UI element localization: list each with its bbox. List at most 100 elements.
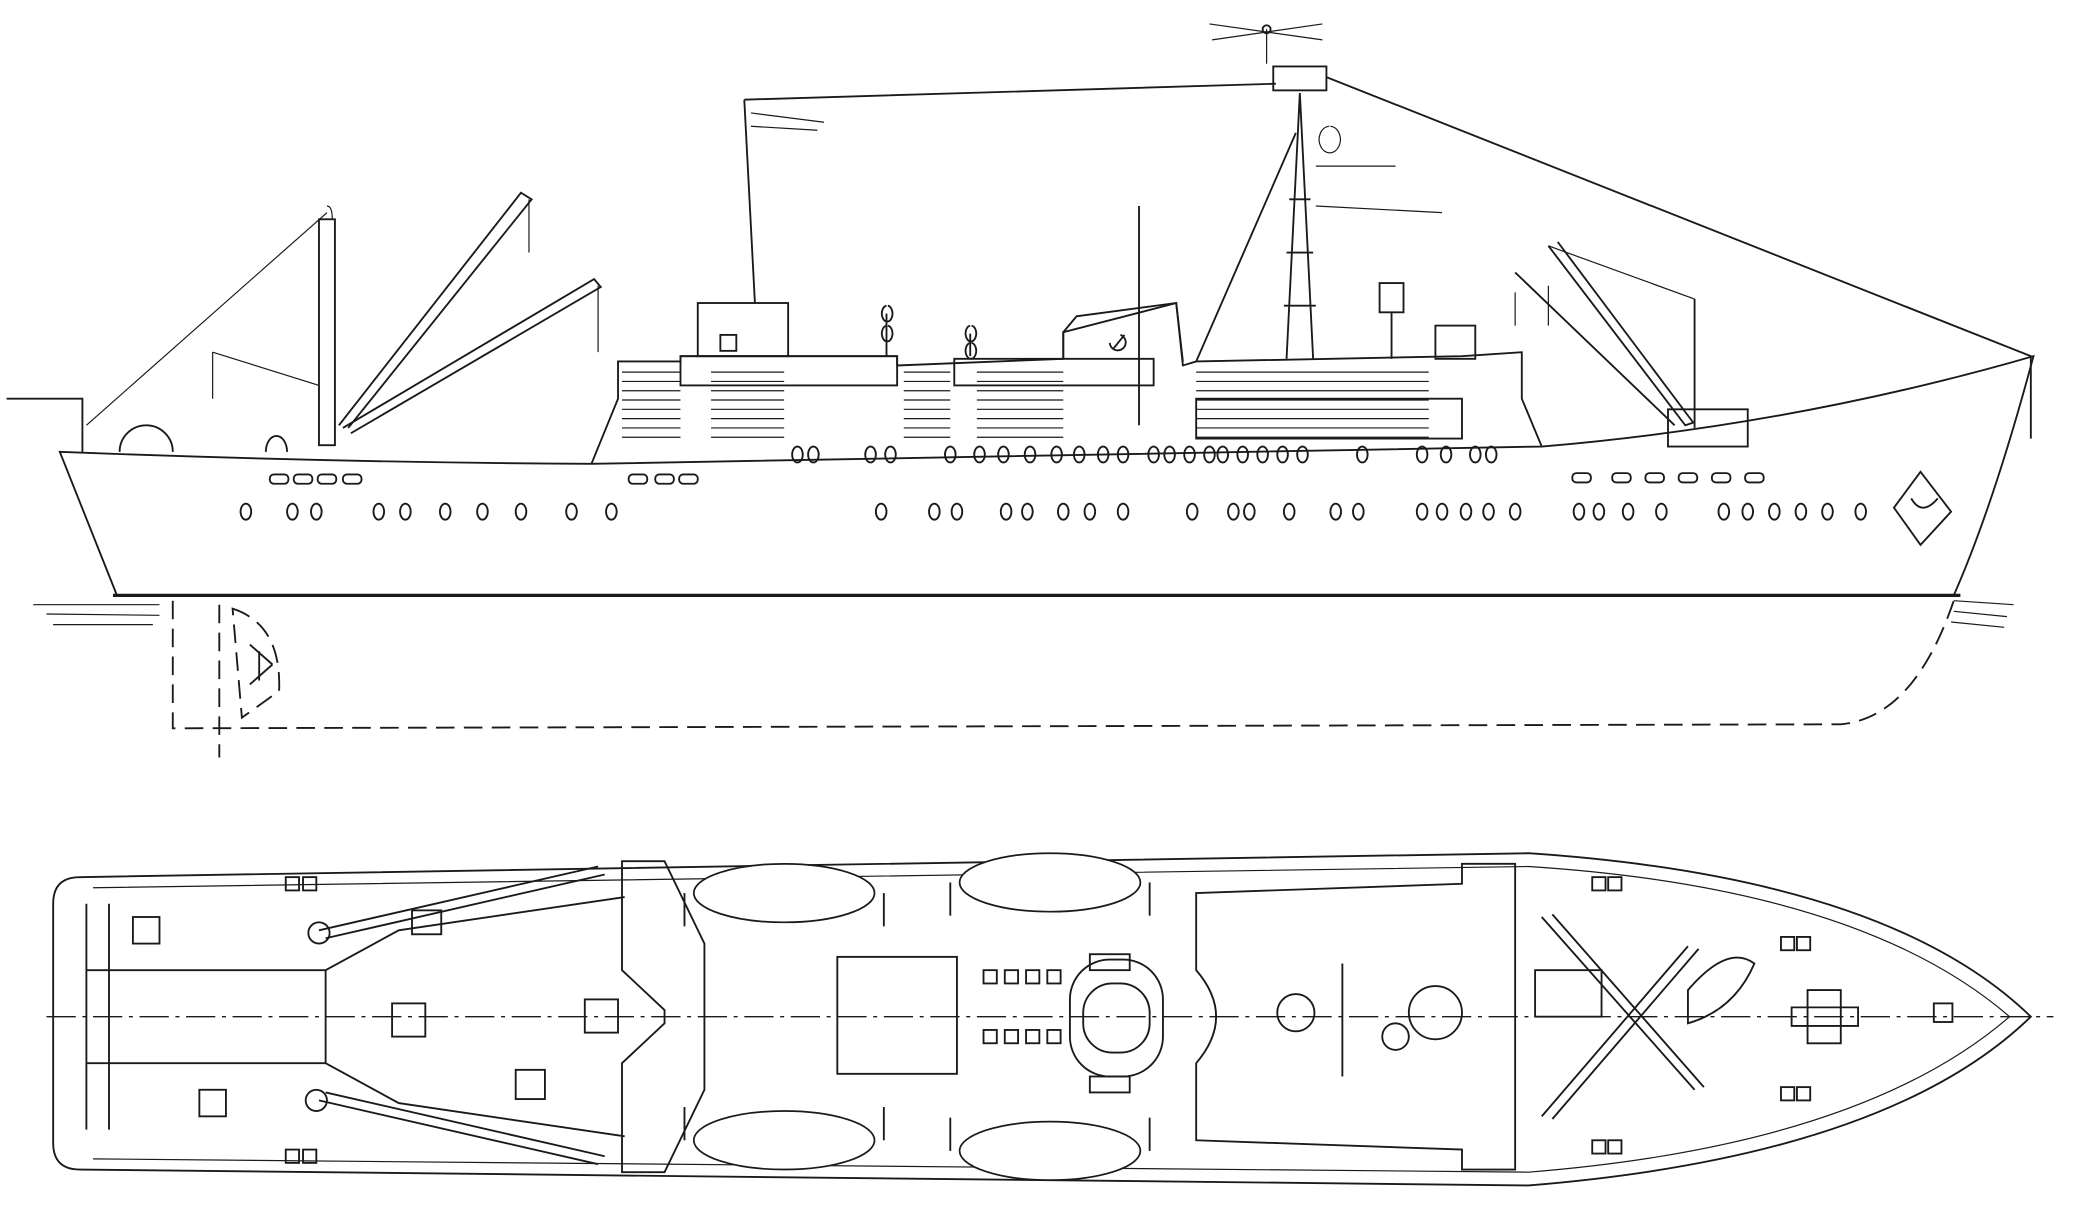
- bollard: [1780, 936, 1796, 952]
- bridge-deck-mid: [953, 357, 1155, 387]
- main-mast: [743, 99, 756, 304]
- propeller-icon: [249, 643, 274, 686]
- porthole: [1854, 502, 1867, 521]
- windlass-plan: [1790, 989, 1859, 1045]
- porthole: [605, 502, 618, 521]
- radio-wires: [744, 76, 2032, 439]
- bollard: [1591, 876, 1607, 892]
- window: [1677, 472, 1699, 484]
- window: [1571, 472, 1592, 484]
- aft-deckhouse: [1195, 397, 1463, 440]
- porthole: [1021, 502, 1034, 521]
- bollard: [302, 876, 318, 892]
- bollard: [1003, 969, 1020, 985]
- bollard: [1046, 1029, 1062, 1045]
- porthole: [1592, 502, 1606, 521]
- wheelhouse-window: [719, 333, 738, 352]
- bollard: [1607, 876, 1623, 892]
- funnel: [1062, 301, 1184, 362]
- deck-outline: [52, 852, 2033, 1187]
- bollard: [982, 969, 998, 985]
- porthole: [372, 502, 386, 521]
- aft-rigging: [85, 199, 599, 426]
- deck-fittings: [131, 876, 1954, 1164]
- bollard: [1795, 936, 1812, 952]
- lifeboat: [692, 862, 876, 924]
- porthole: [1572, 502, 1586, 521]
- porthole: [1508, 502, 1522, 521]
- bridge-plan: [1195, 862, 1517, 1171]
- porthole: [997, 445, 1010, 464]
- bollard: [302, 1148, 318, 1164]
- deck-box: [1088, 953, 1131, 972]
- porthole: [1435, 502, 1449, 521]
- funnel-inner: [1082, 982, 1151, 1054]
- fore-mast-yards: [1315, 125, 1443, 214]
- forward-bridge: [1434, 324, 1477, 360]
- crows-nest: [1272, 65, 1328, 92]
- radar-antenna-icon: [1209, 23, 1323, 64]
- porthole: [1768, 502, 1781, 521]
- porthole: [950, 502, 964, 521]
- porthole: [791, 445, 804, 464]
- aft-hatch: [86, 896, 625, 1138]
- porthole: [1203, 445, 1216, 464]
- mast-lights: [880, 304, 978, 360]
- porthole: [928, 502, 941, 521]
- porthole: [1356, 445, 1369, 464]
- fore-boat-plan: [1687, 956, 1756, 1025]
- porthole: [1296, 445, 1309, 464]
- porthole: [864, 445, 877, 464]
- superstructure-plan: [621, 860, 706, 1174]
- window: [627, 473, 649, 485]
- aft-samson-post: [318, 218, 336, 447]
- compass-plan: [1407, 985, 1463, 1041]
- signal-lamp: [1378, 282, 1405, 314]
- portholes: [239, 445, 1867, 521]
- porthole: [807, 445, 820, 464]
- deck-box: [583, 998, 619, 1034]
- porthole: [1083, 502, 1097, 521]
- aft-boom-2: [342, 277, 603, 435]
- porthole: [1185, 502, 1199, 521]
- bollard: [284, 1148, 300, 1164]
- window: [1744, 472, 1765, 484]
- bollard: [1003, 1029, 1020, 1045]
- fore-hatch: [1534, 969, 1603, 1018]
- rudder: [231, 607, 281, 720]
- porthole: [1216, 445, 1230, 464]
- deck-box: [391, 1002, 427, 1038]
- wheelhouse: [696, 302, 790, 358]
- lifeboat: [692, 1110, 876, 1171]
- fore-derricks-plan: [1541, 913, 1705, 1120]
- porthole: [1243, 502, 1256, 521]
- bollard: [1046, 969, 1062, 985]
- porthole: [1147, 445, 1160, 464]
- window: [1710, 472, 1732, 484]
- radar-plan: [1276, 993, 1316, 1033]
- window: [341, 473, 363, 485]
- porthole: [1072, 445, 1086, 464]
- porthole: [1227, 502, 1240, 521]
- porthole: [1439, 445, 1453, 464]
- hull-side: [58, 354, 2035, 597]
- porthole: [239, 502, 253, 521]
- window: [1644, 472, 1665, 484]
- engine-casing: [836, 955, 958, 1075]
- main-mast-flags: [750, 112, 825, 131]
- porthole: [476, 502, 489, 521]
- bollard: [1780, 1086, 1796, 1102]
- porthole: [1469, 445, 1482, 464]
- porthole: [1023, 445, 1037, 464]
- porthole: [1282, 502, 1296, 521]
- porthole: [1236, 445, 1249, 464]
- window: [316, 473, 338, 485]
- deck-box: [514, 1068, 546, 1101]
- porthole: [944, 445, 957, 464]
- superstructure-hatching: [622, 371, 1429, 438]
- water-marks: [33, 600, 2014, 628]
- bollard: [1025, 969, 1041, 985]
- porthole: [286, 502, 299, 521]
- anchor-icon: [1892, 470, 1953, 547]
